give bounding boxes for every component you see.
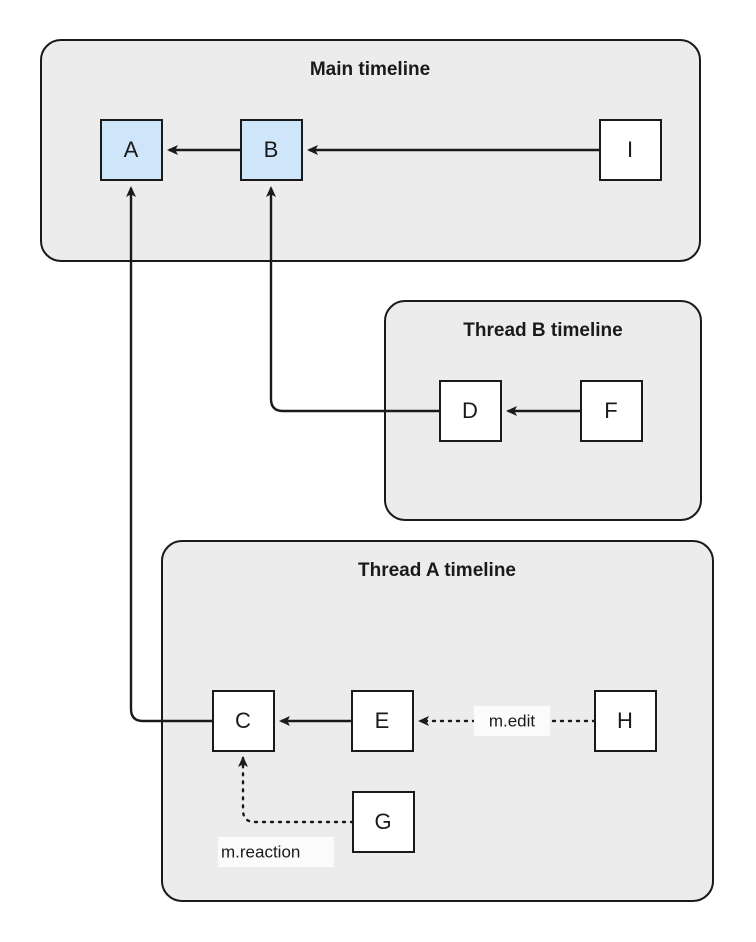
node-G-label: G <box>374 809 391 834</box>
node-D-box[interactable] <box>439 380 502 442</box>
node-B-label: B <box>264 137 279 162</box>
node-A-label: A <box>124 137 139 162</box>
edge-label-m-reaction-text: m.reaction <box>221 842 300 861</box>
node-B-box[interactable] <box>240 119 303 181</box>
node-I-box[interactable] <box>599 119 662 181</box>
edge-D-to-B <box>266 186 440 413</box>
node-C[interactable]: C <box>212 690 275 752</box>
node-A[interactable]: A <box>100 119 163 181</box>
group-thread-b-timeline-title: Thread B timeline <box>463 320 622 341</box>
edge-label-m-edit: m.edit <box>474 706 550 736</box>
node-I-label: I <box>627 137 633 162</box>
node-A-box[interactable] <box>100 119 163 181</box>
edge-labels: m.edit m.reaction <box>218 706 550 867</box>
node-F-box[interactable] <box>580 380 643 442</box>
edge-label-m-reaction-bg <box>218 837 334 867</box>
edge-G-to-C <box>238 756 355 824</box>
node-E-box[interactable] <box>351 690 414 752</box>
node-D-label: D <box>462 398 478 423</box>
node-H-label: H <box>617 708 633 733</box>
node-E[interactable]: E <box>351 690 414 752</box>
edge-label-m-edit-bg <box>474 706 550 736</box>
node-I[interactable]: I <box>599 119 662 181</box>
group-thread-a-timeline-title: Thread A timeline <box>358 560 516 581</box>
nodes: A B I D F C E <box>100 119 662 853</box>
edge-label-m-reaction: m.reaction <box>218 837 334 867</box>
node-B[interactable]: B <box>240 119 303 181</box>
node-D[interactable]: D <box>439 380 502 442</box>
node-H[interactable]: H <box>594 690 657 752</box>
edge-label-m-edit-text: m.edit <box>489 711 536 730</box>
node-C-label: C <box>235 708 251 733</box>
group-containers: Main timeline Thread B timeline Thread A… <box>40 39 714 902</box>
node-F-label: F <box>604 398 617 423</box>
node-E-label: E <box>375 708 390 733</box>
node-G-box[interactable] <box>352 791 415 853</box>
node-G[interactable]: G <box>352 791 415 853</box>
edge-C-to-A <box>126 186 213 723</box>
group-main-timeline-title: Main timeline <box>310 59 430 80</box>
node-F[interactable]: F <box>580 380 643 442</box>
node-H-box[interactable] <box>594 690 657 752</box>
node-C-box[interactable] <box>212 690 275 752</box>
